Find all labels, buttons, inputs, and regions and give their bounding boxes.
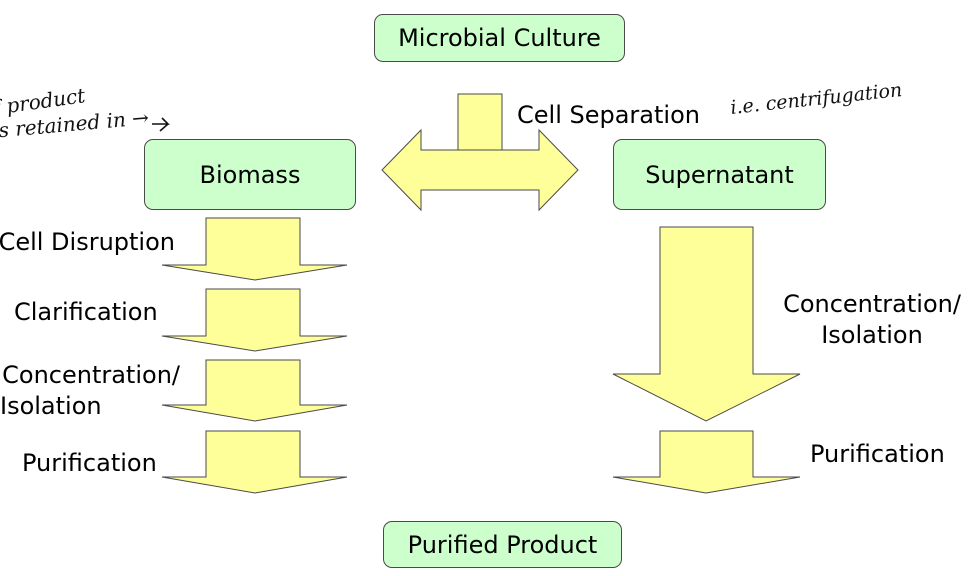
cell-disruption-label: Cell Disruption — [0, 228, 175, 256]
supernatant-purification-arrow — [612, 430, 801, 494]
biomass-purification-arrow — [161, 430, 348, 494]
biomass-concentration-line: Concentration/ — [2, 361, 180, 389]
biomass-concentration-label: Concentration/ Isolation — [0, 360, 180, 422]
supernatant-concentration-line: Concentration/ — [783, 290, 961, 318]
clarification-arrow — [161, 288, 348, 352]
clarification-label: Clarification — [14, 298, 158, 326]
supernatant-node: Supernatant — [613, 139, 826, 210]
supernatant-label: Supernatant — [645, 160, 794, 189]
purified-product-node: Purified Product — [383, 521, 622, 568]
biomass-node: Biomass — [144, 139, 356, 210]
separation-double-arrow — [381, 128, 579, 212]
biomass-purification-label: Purification — [22, 449, 157, 477]
biomass-label: Biomass — [199, 160, 301, 189]
microbial-culture-node: Microbial Culture — [374, 14, 625, 62]
microbial-culture-label: Microbial Culture — [398, 24, 601, 52]
supernatant-concentration-label: Concentration/ Isolation — [772, 289, 972, 351]
cell-disruption-arrow — [161, 217, 348, 281]
supernatant-isolation-line: Isolation — [821, 321, 923, 349]
supernatant-concentration-arrow — [612, 226, 801, 422]
handwritten-arrow-icon — [152, 117, 170, 132]
purified-product-label: Purified Product — [407, 530, 598, 559]
cell-separation-label: Cell Separation — [517, 101, 700, 129]
biomass-concentration-arrow — [161, 359, 348, 422]
biomass-isolation-line: Isolation — [0, 392, 102, 420]
separation-stem-arrow — [457, 93, 503, 151]
supernatant-purification-label: Purification — [810, 440, 945, 468]
